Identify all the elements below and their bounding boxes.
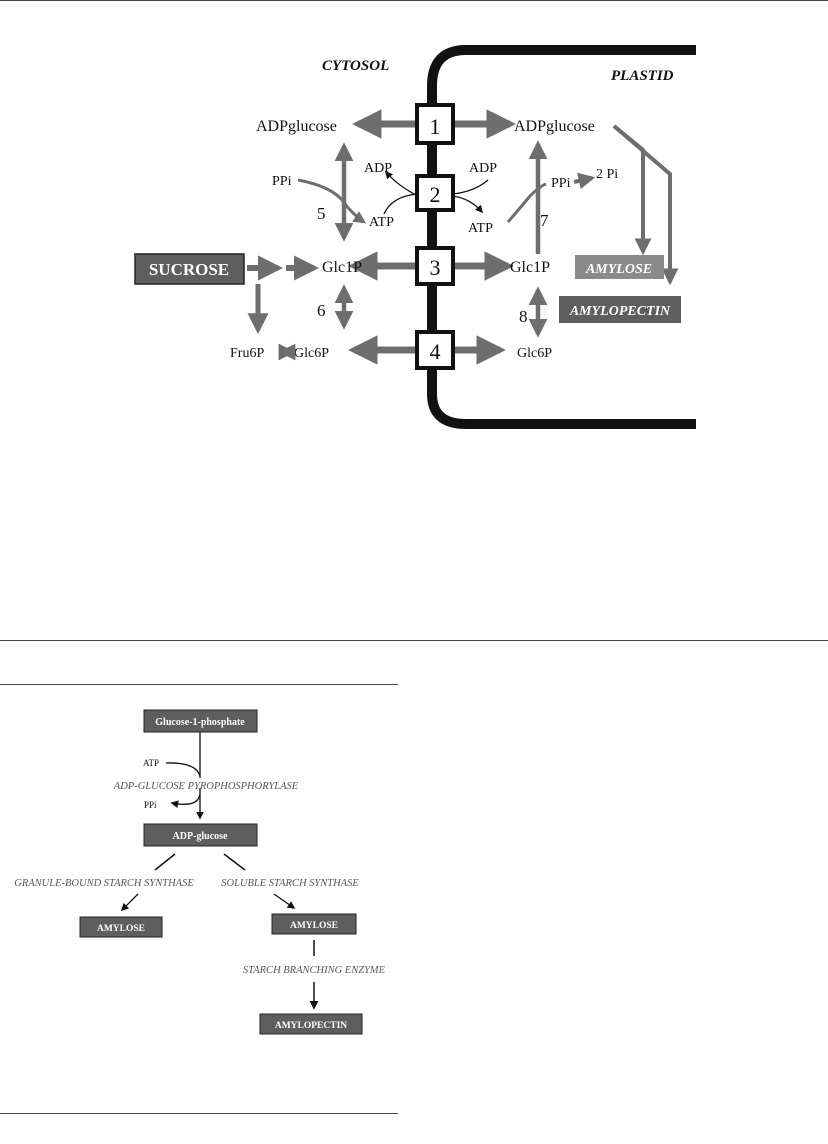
plastid-adp: ADP: [469, 161, 497, 176]
arrow-ppi-to-2pi: [573, 172, 596, 190]
transporter-3: 3: [415, 246, 455, 286]
cytosol-glc1p: Glc1P: [322, 259, 362, 276]
figure1-starch-pathway-diagram: CYTOSOL PLASTID 1 2 3 4 ADPglucose PPi A…: [134, 45, 696, 429]
ppi-label: PPi: [144, 800, 157, 810]
amylose-left-box: [79, 916, 163, 938]
cytosol-atp: ATP: [369, 215, 394, 230]
transporter-4: 4: [415, 330, 455, 370]
step-8-label: 8: [519, 307, 528, 326]
arrow-sss-amylose: [273, 893, 296, 909]
amylose-right-box: [271, 913, 357, 935]
figure2-starch-synthesis-diagram: Glucose-1-phosphate ATP ADP-GLUCOSE PYRO…: [14, 709, 386, 1035]
cytosol-glc6p: Glc6P: [294, 346, 329, 361]
cytosol-fru6p: Fru6P: [230, 346, 264, 361]
step-7-label: 7: [540, 211, 549, 230]
branch-right: [223, 853, 246, 871]
transporter-1: 1: [415, 103, 455, 145]
svg-text:4: 4: [430, 339, 441, 364]
transport-2-atp-from-cytosol: [383, 193, 419, 215]
amylopectin-label: AMYLOPECTIN: [275, 1021, 347, 1031]
adpglucose-label: ADP-glucose: [173, 831, 229, 842]
amylose-box: [575, 255, 664, 279]
middle-rule: [0, 640, 828, 641]
svg-text:2: 2: [430, 182, 441, 207]
amylose-right-label: AMYLOSE: [290, 921, 338, 931]
arrow-ppi-to-atp: [297, 178, 367, 224]
glc1p-label: Glucose-1-phosphate: [155, 717, 245, 728]
svg-text:3: 3: [430, 255, 441, 280]
step-5-label: 5: [317, 204, 326, 223]
sucrose-box: [134, 253, 245, 285]
branch-left: [154, 853, 176, 871]
transport-2-atp-arrow-plastid: [451, 195, 484, 214]
plastid-ppi: PPi: [551, 176, 571, 191]
plastid-glc1p: Glc1P: [510, 259, 550, 276]
plastid-atp: ATP: [468, 221, 493, 236]
atp-curve: [165, 762, 201, 777]
plastid-2pi: 2 Pi: [596, 167, 618, 182]
cytosol-adp: ADP: [364, 161, 392, 176]
gbss-label: GRANULE-BOUND STARCH SYNTHASE: [14, 878, 194, 889]
sss-label: SOLUBLE STARCH SYNTHASE: [221, 878, 359, 889]
cytosol-ppi: PPi: [272, 174, 292, 189]
plastid-envelope: [427, 45, 696, 429]
top-rule: [0, 0, 828, 1]
transporter-2: 2: [415, 174, 455, 212]
cytosol-label: CYTOSOL: [322, 58, 389, 74]
amylopectin-box: [259, 1013, 363, 1035]
figure2-bottom-rule: [0, 1113, 398, 1114]
amylopectin-box: [559, 296, 681, 323]
agpase-label: ADP-GLUCOSE PYROPHOSPHORYLASE: [113, 781, 299, 792]
amylopectin-label: AMYLOPECTIN: [569, 304, 671, 319]
amylose-label: AMYLOSE: [585, 262, 652, 277]
ppi-curve: [170, 793, 201, 809]
plastid-label: PLASTID: [611, 68, 674, 84]
cytosol-adpglucose: ADPglucose: [256, 118, 337, 135]
arrow-atp-to-ppi: [506, 182, 547, 223]
arrow-gbss-amylose: [120, 893, 139, 912]
plastid-glc6p: Glc6P: [517, 346, 552, 361]
plastid-adpglucose: ADPglucose: [514, 118, 595, 135]
figure2-top-rule: [0, 684, 398, 685]
sucrose-label: SUCROSE: [149, 260, 229, 279]
arrow-adpglucose-to-amylopectin: [612, 124, 679, 286]
step-6-label: 6: [317, 301, 326, 320]
adpglucose-box: [143, 823, 258, 847]
atp-label: ATP: [143, 758, 159, 768]
transport-2-adp-from-plastid: [451, 179, 489, 195]
svg-text:1: 1: [430, 114, 441, 139]
amylose-left-label: AMYLOSE: [97, 924, 145, 934]
sbe-label: STARCH BRANCHING ENZYME: [243, 965, 386, 976]
